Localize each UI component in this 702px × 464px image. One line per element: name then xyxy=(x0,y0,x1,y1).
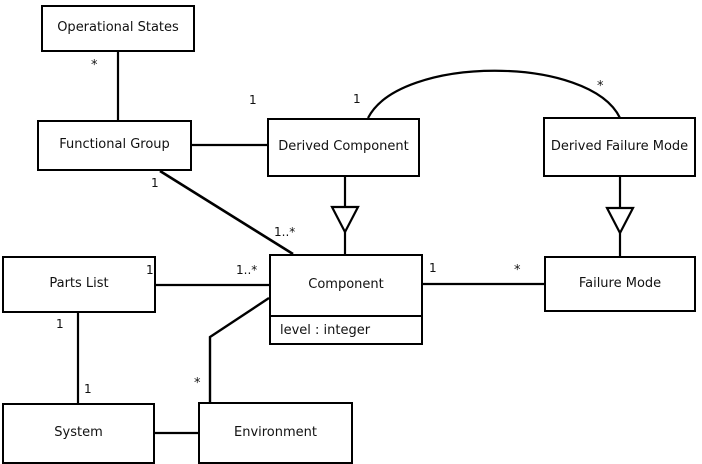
class-box-system[interactable]: System xyxy=(2,403,155,464)
class-name-failure-mode: Failure Mode xyxy=(578,275,662,291)
class-name-operational-states: Operational States xyxy=(57,20,179,36)
class-name-parts-list: Parts List xyxy=(49,276,109,292)
multiplicity-component-parts-list: 1..* xyxy=(236,263,258,277)
class-name-component: Component xyxy=(308,277,384,293)
multiplicity-component-functional-group: 1..* xyxy=(274,225,296,239)
connector-functional-group-component xyxy=(159,169,294,256)
class-box-derived-failure-mode[interactable]: Derived Failure Mode xyxy=(543,117,696,177)
generalization-triangle-failure-mode xyxy=(605,206,635,236)
class-name-derived-component: Derived Component xyxy=(278,139,409,155)
class-box-operational-states[interactable]: Operational States xyxy=(41,5,195,52)
multiplicity-parts-list-system: 1 xyxy=(56,317,64,331)
multiplicity-component-failure-mode: 1 xyxy=(429,261,437,275)
connector-derived-component-derived-failure-mode xyxy=(367,69,621,119)
multiplicity-derived-component-derived-failure-mode: 1 xyxy=(353,92,361,106)
multiplicity-parts-list-component: 1 xyxy=(146,263,154,277)
class-box-failure-mode[interactable]: Failure Mode xyxy=(544,256,696,312)
class-name-environment: Environment xyxy=(233,424,317,440)
multiplicity-operational-states-functional-group: * xyxy=(91,58,98,73)
class-box-functional-group[interactable]: Functional Group xyxy=(37,120,192,171)
multiplicity-failure-mode-component: * xyxy=(514,263,521,278)
connector-environment-component xyxy=(208,296,270,402)
multiplicity-environment-component: * xyxy=(194,376,201,391)
multiplicity-derived-failure-mode-derived-component: * xyxy=(597,79,604,94)
class-attribute-component-level: level : integer xyxy=(271,315,421,343)
multiplicity-functional-group-derived-component: 1 xyxy=(249,93,257,107)
class-box-derived-component[interactable]: Derived Component xyxy=(267,118,420,177)
class-box-parts-list[interactable]: Parts List xyxy=(2,256,156,313)
class-name-system: System xyxy=(54,425,103,441)
generalization-triangle-component xyxy=(330,205,360,235)
class-box-component[interactable]: Component level : integer xyxy=(269,254,423,345)
class-box-environment[interactable]: Environment xyxy=(198,402,353,464)
multiplicity-system-parts-list: 1 xyxy=(84,382,92,396)
multiplicity-functional-group-component: 1 xyxy=(151,176,159,190)
class-name-functional-group: Functional Group xyxy=(59,137,170,153)
class-name-derived-failure-mode: Derived Failure Mode xyxy=(550,138,689,154)
